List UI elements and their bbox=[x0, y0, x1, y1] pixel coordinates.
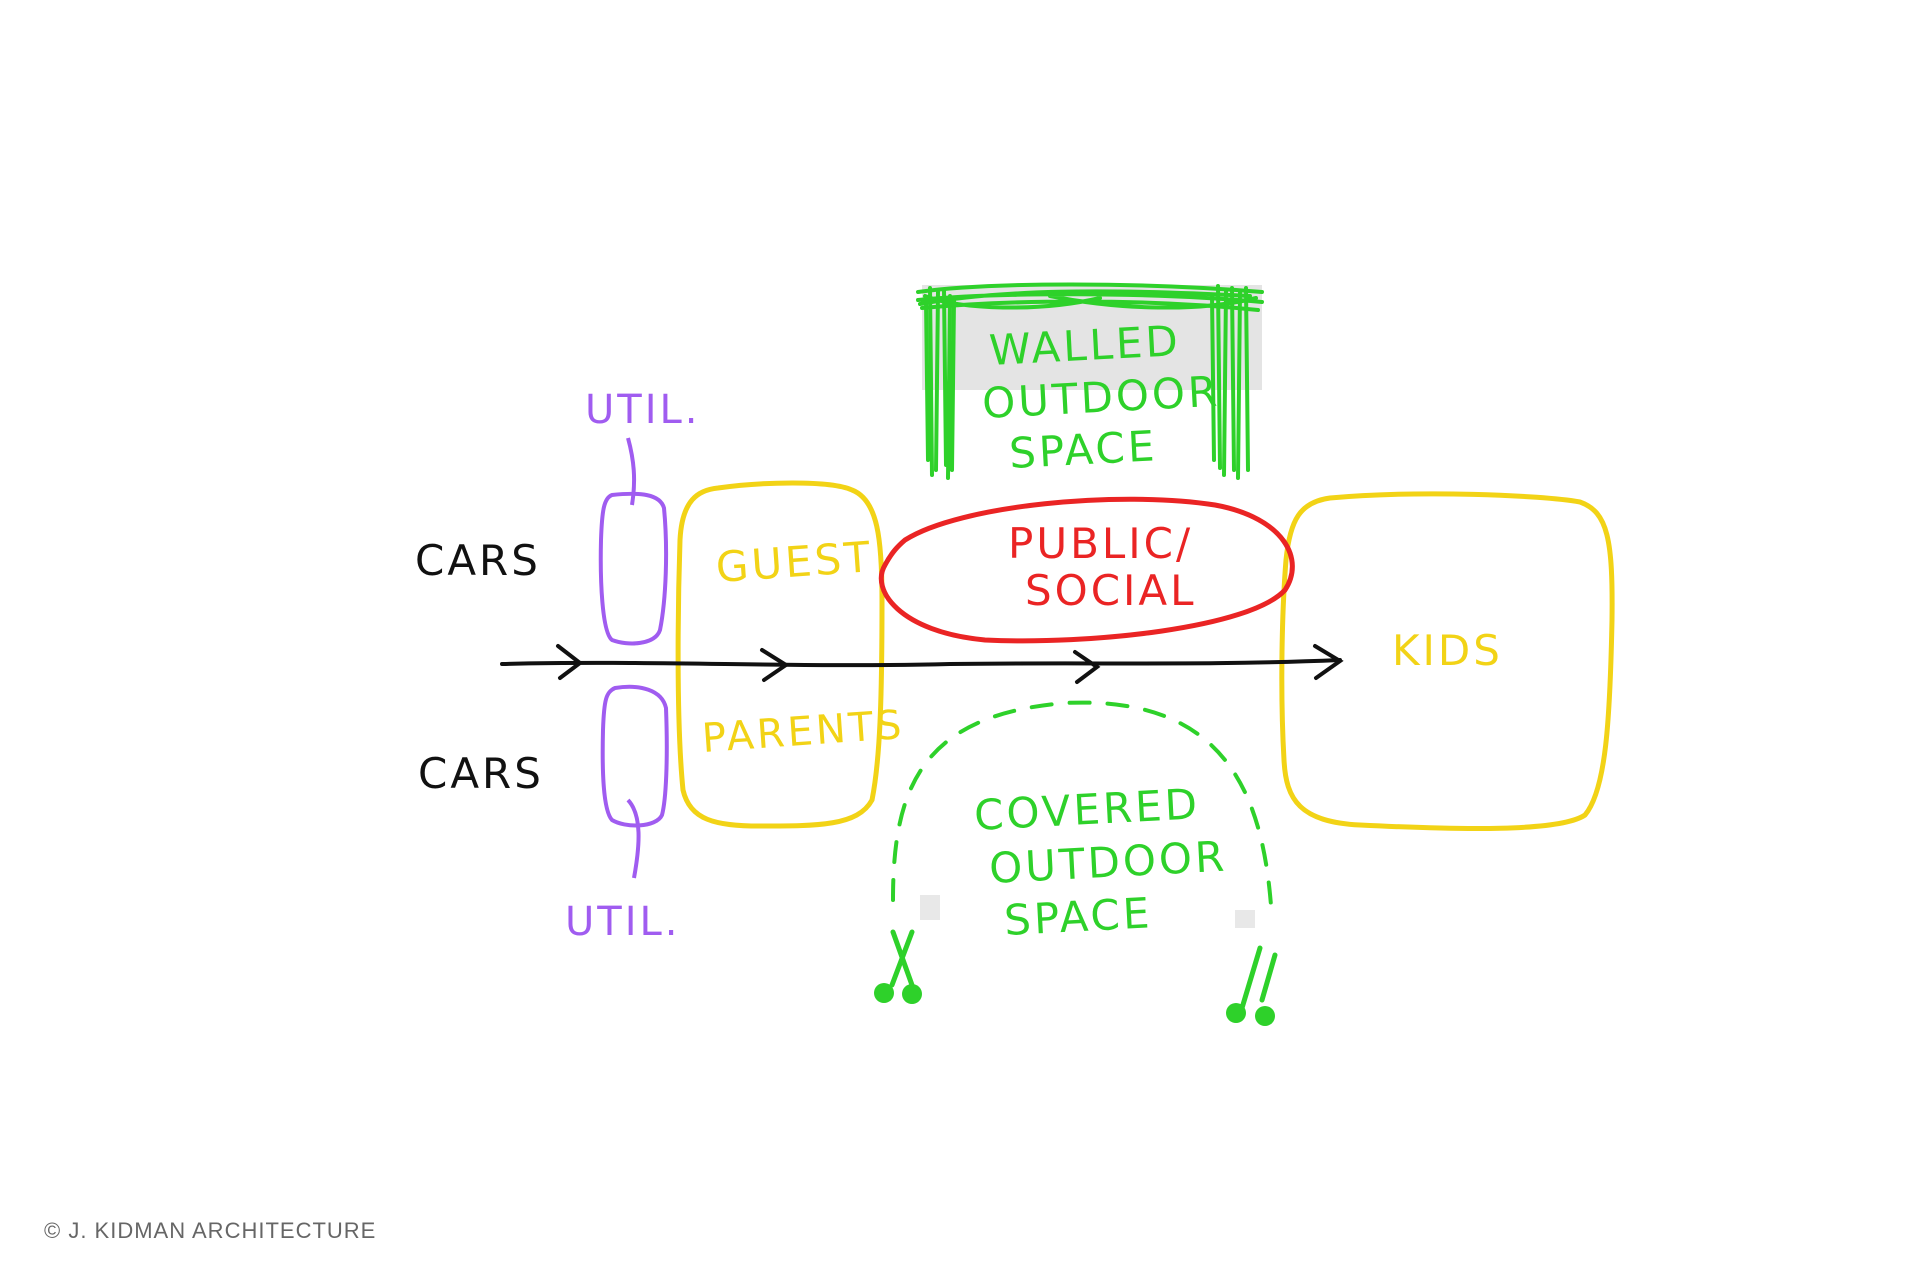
walled-top-scribble bbox=[916, 282, 1264, 312]
public-social-zone bbox=[878, 496, 1295, 644]
cars-bottom-label: CARS bbox=[418, 749, 544, 798]
util-leader-top bbox=[626, 437, 637, 506]
util-leader-bottom bbox=[626, 798, 641, 879]
column-symbol-left bbox=[874, 929, 922, 1004]
arrow-head-2 bbox=[760, 648, 790, 682]
covered-label-3: SPACE bbox=[1003, 888, 1154, 945]
circulation-line bbox=[500, 658, 1342, 668]
arrow-head-3 bbox=[1073, 650, 1101, 684]
walled-right-wall bbox=[1210, 284, 1250, 480]
util-pod-bottom bbox=[600, 684, 669, 828]
copyright-credit: © J. KIDMAN ARCHITECTURE bbox=[44, 1218, 377, 1243]
util-bottom-label: UTIL. bbox=[565, 899, 681, 945]
guest-parents-zone bbox=[675, 480, 885, 829]
social-label: SOCIAL bbox=[1025, 566, 1197, 615]
arrow-head-4 bbox=[1313, 644, 1344, 680]
guest-label: GUEST bbox=[714, 532, 874, 592]
util-top-label: UTIL. bbox=[585, 387, 701, 433]
covered-shadow-left bbox=[920, 895, 940, 920]
covered-shadow-right bbox=[1235, 910, 1255, 928]
circulation-arrow bbox=[500, 644, 1344, 684]
covered-label-2: OUTDOOR bbox=[988, 832, 1228, 893]
column-symbol-right bbox=[1226, 945, 1278, 1026]
walled-label-3: SPACE bbox=[1008, 421, 1159, 478]
arrow-head-1 bbox=[556, 644, 584, 680]
cars-top-label: CARS bbox=[415, 536, 541, 585]
util-pod-top bbox=[598, 491, 669, 646]
walled-outdoor-space-block bbox=[916, 282, 1264, 480]
covered-label-1: COVERED bbox=[973, 779, 1201, 840]
covered-outdoor-arch bbox=[891, 700, 1274, 922]
kids-zone bbox=[1279, 491, 1615, 832]
walled-label-1: WALLED bbox=[988, 316, 1182, 375]
public-label: PUBLIC/ bbox=[1008, 519, 1193, 568]
kids-label: KIDS bbox=[1392, 626, 1503, 675]
walled-left-wall bbox=[924, 286, 956, 480]
parents-label: PARENTS bbox=[700, 702, 905, 762]
